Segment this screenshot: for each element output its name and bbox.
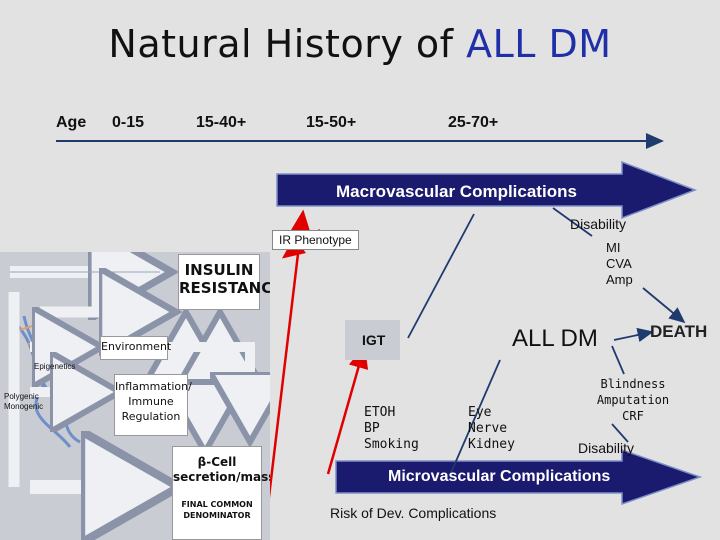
outcome-crf: CRF — [622, 409, 644, 423]
age-range-2: 15-40+ — [196, 114, 247, 131]
micro-targets: Eye Nerve Kidney — [468, 405, 515, 453]
disability-bottom: Disability — [578, 440, 635, 456]
insulin-resistance-line1: INSULIN — [184, 261, 254, 279]
connector-dm-death — [613, 327, 654, 343]
connector-igt-macro — [407, 213, 475, 339]
connector-amp-death — [642, 287, 686, 324]
age-range-4: 25-70+ — [448, 114, 499, 131]
risk-etoh: ETOH — [364, 405, 396, 420]
outcome-mi: MI — [606, 240, 621, 255]
inflammation-line2: Immune — [128, 395, 174, 408]
beta-cell-line2: secretion/mass — [173, 470, 270, 484]
beta-cell-box: β-Cell secretion/mass FINAL COMMON DENOM… — [172, 446, 270, 540]
disability-top: Disability — [570, 216, 627, 232]
beta-cell-line1: β-Cell — [197, 455, 237, 469]
igt-box — [345, 320, 400, 360]
risk-bp: BP — [364, 421, 380, 436]
connector-dm-blindness — [611, 345, 625, 375]
epigenetics-label: Epigenetics — [34, 362, 76, 371]
microvascular-label: Microvascular Complications — [388, 468, 611, 485]
outcome-cva: CVA — [606, 256, 632, 271]
risk-smoking: Smoking — [364, 437, 419, 452]
age-label: Age — [56, 114, 87, 131]
red-arrow-to-ir — [263, 209, 311, 531]
outcome-amputation: Amputation — [596, 393, 670, 407]
risk-of-complications-label: Risk of Dev. Complications — [330, 505, 497, 521]
outcome-blindness: Blindness — [600, 377, 666, 391]
dna-helix-icon — [12, 315, 81, 448]
igt-label: IGT — [362, 332, 386, 348]
age-range-1: 0-15 — [112, 114, 145, 131]
death-label: DEATH — [650, 322, 708, 341]
final-common-line1: FINAL COMMON — [181, 500, 253, 509]
target-kidney: Kidney — [468, 437, 515, 452]
macrovascular-arrow-shape — [276, 160, 698, 220]
slide-title: Natural History of ALL DM — [0, 22, 720, 66]
target-eye: Eye — [468, 405, 492, 420]
final-common-line2: DENOMINATOR — [183, 511, 251, 520]
title-main: Natural History of — [108, 22, 454, 66]
inflammation-line1: Inflammation/ — [115, 380, 192, 393]
polygenic-label: Polygenic Monogenic — [4, 392, 43, 412]
panel-arrows — [8, 252, 270, 540]
micro-outcomes: Blindness Amputation CRF — [592, 376, 674, 424]
macro-outcomes: MI CVA Amp — [606, 240, 633, 288]
microvascular-arrow-shape — [335, 448, 703, 506]
polygenic-line2: Monogenic — [4, 402, 44, 411]
inflammation-line3: Regulation — [121, 410, 181, 423]
red-arrow-to-igt — [326, 345, 369, 475]
ir-phenotype-box: IR Phenotype — [272, 230, 359, 250]
environment-box: Environment — [100, 336, 171, 360]
title-highlight: ALL DM — [466, 22, 612, 66]
outcome-amp: Amp — [606, 272, 633, 287]
final-common-denominator: FINAL COMMON DENOMINATOR — [173, 499, 261, 521]
macrovascular-label: Macrovascular Complications — [336, 182, 577, 201]
inflammation-box: Inflammation/ Immune Regulation — [114, 374, 192, 436]
age-range-3: 15-50+ — [306, 114, 357, 131]
risk-factors: ETOH BP Smoking — [364, 405, 419, 453]
connector-macro-mi — [552, 207, 593, 237]
connector-crf-disability — [611, 423, 629, 443]
all-dm-label: ALL DM — [512, 325, 598, 352]
polygenic-line1: Polygenic — [4, 392, 39, 401]
target-nerve: Nerve — [468, 421, 508, 436]
connector-dm-micro — [449, 359, 501, 476]
